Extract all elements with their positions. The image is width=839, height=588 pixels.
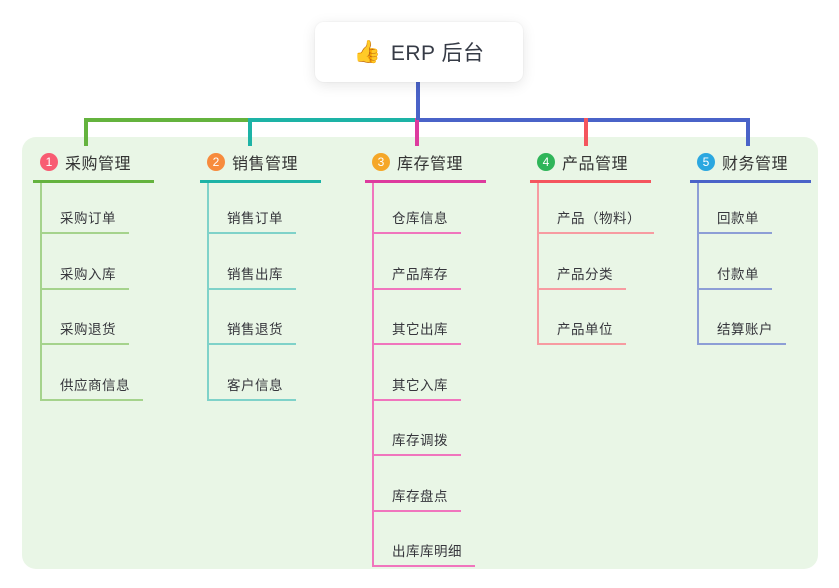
branch-inventory: 3 库存管理 仓库信息 产品库存 其它出库 其它入库 库存调拨 库存盘点 出库库… xyxy=(365,150,486,567)
root-node-label: ERP 后台 xyxy=(390,42,485,65)
connector-bus-finance xyxy=(417,118,750,122)
connector-drop-sales xyxy=(248,118,252,146)
node-product-stock[interactable]: 产品库存 xyxy=(374,234,461,290)
branch-title-inventory[interactable]: 3 库存管理 xyxy=(365,150,486,183)
connector-drop-product xyxy=(584,118,588,146)
badge-4: 4 xyxy=(537,153,555,171)
badge-3: 3 xyxy=(372,153,390,171)
branch-title-label: 库存管理 xyxy=(397,156,464,173)
node-receipt-bill[interactable]: 回款单 xyxy=(699,183,772,234)
node-sales-order[interactable]: 销售订单 xyxy=(209,183,296,234)
node-product-unit[interactable]: 产品单位 xyxy=(539,290,626,345)
node-product-material[interactable]: 产品（物料） xyxy=(539,183,654,234)
node-other-outbound[interactable]: 其它出库 xyxy=(374,290,461,345)
branch-children-sales: 销售订单 销售出库 销售退货 客户信息 xyxy=(207,183,296,401)
node-product-category[interactable]: 产品分类 xyxy=(539,234,626,290)
branch-title-sales[interactable]: 2 销售管理 xyxy=(200,150,321,183)
connector-bus-sales xyxy=(248,118,419,122)
node-purchase-order[interactable]: 采购订单 xyxy=(42,183,129,234)
node-customer-info[interactable]: 客户信息 xyxy=(209,345,296,401)
branch-sales: 2 销售管理 销售订单 销售出库 销售退货 客户信息 xyxy=(200,150,321,401)
branch-title-label: 销售管理 xyxy=(232,156,299,173)
branch-purchase: 1 采购管理 采购订单 采购入库 采购退货 供应商信息 xyxy=(33,150,154,401)
node-sales-outbound[interactable]: 销售出库 xyxy=(209,234,296,290)
connector-drop-inventory xyxy=(415,118,419,146)
root-node-erp[interactable]: 👍 ERP 后台 xyxy=(315,22,523,82)
branch-children-finance: 回款单 付款单 结算账户 xyxy=(697,183,786,345)
node-payment-bill[interactable]: 付款单 xyxy=(699,234,772,290)
node-other-inbound[interactable]: 其它入库 xyxy=(374,345,461,401)
badge-2: 2 xyxy=(207,153,225,171)
node-supplier-info[interactable]: 供应商信息 xyxy=(42,345,143,401)
node-stock-transfer[interactable]: 库存调拨 xyxy=(374,401,461,456)
node-purchase-inbound[interactable]: 采购入库 xyxy=(42,234,129,290)
branch-title-purchase[interactable]: 1 采购管理 xyxy=(33,150,154,183)
connector-drop-finance xyxy=(746,118,750,146)
branch-title-label: 产品管理 xyxy=(562,156,629,173)
branch-title-label: 财务管理 xyxy=(722,156,789,173)
node-stock-detail[interactable]: 出库库明细 xyxy=(374,512,475,567)
branch-title-finance[interactable]: 5 财务管理 xyxy=(690,150,811,183)
branch-children-product: 产品（物料） 产品分类 产品单位 xyxy=(537,183,654,345)
node-warehouse-info[interactable]: 仓库信息 xyxy=(374,183,461,234)
thumbs-up-icon: 👍 xyxy=(353,39,381,64)
node-settlement-account[interactable]: 结算账户 xyxy=(699,290,786,345)
badge-1: 1 xyxy=(40,153,58,171)
branch-title-product[interactable]: 4 产品管理 xyxy=(530,150,651,183)
connector-root-stem xyxy=(416,82,420,120)
node-stock-take[interactable]: 库存盘点 xyxy=(374,456,461,512)
branch-title-label: 采购管理 xyxy=(65,156,132,173)
branch-finance: 5 财务管理 回款单 付款单 结算账户 xyxy=(690,150,811,345)
node-sales-return[interactable]: 销售退货 xyxy=(209,290,296,345)
node-purchase-return[interactable]: 采购退货 xyxy=(42,290,129,345)
branch-product: 4 产品管理 产品（物料） 产品分类 产品单位 xyxy=(530,150,654,345)
branch-children-inventory: 仓库信息 产品库存 其它出库 其它入库 库存调拨 库存盘点 出库库明细 xyxy=(372,183,475,567)
branch-children-purchase: 采购订单 采购入库 采购退货 供应商信息 xyxy=(40,183,143,401)
badge-5: 5 xyxy=(697,153,715,171)
connector-drop-purchase xyxy=(84,118,88,146)
mindmap-background-panel xyxy=(22,137,818,569)
